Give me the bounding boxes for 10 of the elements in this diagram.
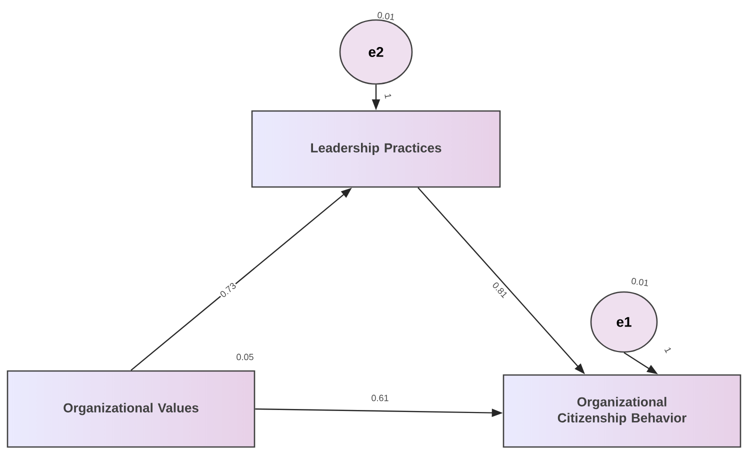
variance-label: 0.01 [632, 278, 648, 286]
edge-label: 0.61 [370, 394, 390, 402]
variable-box: Leadership Practices [251, 110, 501, 188]
edge-label: 0.73 [218, 280, 238, 300]
edge-label: 1 [662, 344, 674, 355]
variable-box: Organizational Values [6, 370, 256, 448]
edge-label: 1 [383, 92, 393, 100]
variance-label: 0.05 [236, 354, 254, 360]
variable-box: Organizational Citizenship Behavior [502, 374, 742, 448]
variance-label: 0.01 [378, 12, 394, 20]
